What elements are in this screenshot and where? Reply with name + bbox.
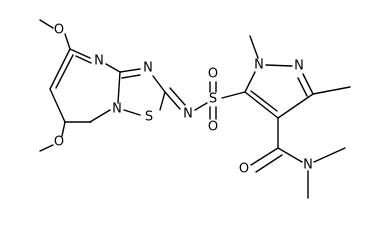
atom-o-sulfonyl-bottom: O bbox=[208, 120, 218, 135]
atom-label: O bbox=[54, 135, 64, 150]
atom-label: N bbox=[294, 59, 304, 74]
bond-c4-c5 bbox=[244, 91, 279, 119]
bond-c5-n1 bbox=[244, 71, 256, 93]
atom-o-carbonyl: O bbox=[239, 162, 249, 177]
bond-n3-c2 bbox=[152, 75, 166, 93]
bond-c7-c6 bbox=[49, 88, 66, 123]
atom-label: S bbox=[145, 110, 153, 125]
bond-c3a-n3-double bbox=[121, 74, 141, 79]
bond-methyl-o-bottom bbox=[39, 144, 54, 152]
bond-c3-c4 bbox=[277, 93, 314, 119]
atom-label: O bbox=[239, 162, 249, 177]
bond-o-c-bottom bbox=[61, 121, 66, 137]
bond-n1-methyl bbox=[249, 35, 259, 59]
atom-n-thiadiazole: N bbox=[143, 61, 153, 76]
atom-label: N bbox=[303, 158, 313, 173]
bond-n1-n2 bbox=[265, 64, 293, 67]
bond-c6-c5 bbox=[49, 48, 71, 90]
bond-c2-n-imine-double bbox=[169, 87, 186, 106]
bond-carbonyl-o-double bbox=[255, 154, 283, 173]
atom-o-sulfonyl-top: O bbox=[208, 67, 218, 82]
bond-carbonyl-n bbox=[277, 147, 303, 163]
bond-s1-n8 bbox=[123, 109, 141, 116]
bond-n2-c3 bbox=[302, 73, 314, 95]
atom-n-imine: N bbox=[183, 107, 193, 122]
bond-c6-c5-double bbox=[55, 54, 74, 89]
atom-label: O bbox=[208, 67, 218, 82]
atom-n-pyrazole-1: N bbox=[254, 58, 264, 73]
bond-o-c-top bbox=[64, 33, 71, 50]
bond-n-imine-s bbox=[194, 102, 208, 111]
bond-n-methyl-right bbox=[313, 147, 346, 163]
atom-label: O bbox=[208, 120, 218, 135]
bond-c3a-n8 bbox=[117, 71, 121, 104]
chemical-structure: O O N N N S N S O O N N O N bbox=[39, 19, 351, 199]
bond-methyl-o-top bbox=[39, 19, 54, 29]
bond-n4-c3a bbox=[105, 63, 121, 73]
bond-n2-c3-double bbox=[297, 77, 308, 97]
bond-c3a-n3 bbox=[119, 68, 141, 73]
bond-carbonyl-o bbox=[250, 147, 279, 166]
atom-n-pyrazole-2: N bbox=[294, 59, 304, 74]
bond-c3-methyl bbox=[312, 86, 351, 95]
atom-n-bridge: N bbox=[112, 102, 122, 117]
bond-c2-s1 bbox=[159, 91, 166, 111]
atom-s-ring: S bbox=[145, 110, 153, 125]
bond-s-c5-pyrazole bbox=[221, 91, 246, 99]
atom-n-pyrimidine: N bbox=[94, 54, 104, 69]
atom-label: N bbox=[112, 102, 122, 117]
atom-label: S bbox=[209, 92, 217, 107]
atom-n-amide: N bbox=[303, 158, 313, 173]
atom-s-sulfonyl: S bbox=[209, 92, 217, 107]
atom-label: N bbox=[143, 61, 153, 76]
atom-o-methoxy-bottom: O bbox=[54, 135, 64, 150]
atom-o-methoxy-top: O bbox=[54, 23, 64, 38]
atom-label: O bbox=[54, 23, 64, 38]
atom-label: N bbox=[94, 54, 104, 69]
bond-c4-c5-double bbox=[250, 90, 278, 112]
bond-n8-c7 bbox=[89, 109, 111, 123]
atom-label: N bbox=[254, 58, 264, 73]
atom-label: N bbox=[183, 107, 193, 122]
bond-c5-n4-double bbox=[75, 55, 92, 64]
bond-c5-n4 bbox=[69, 48, 91, 59]
bond-c2-n-imine bbox=[164, 91, 181, 110]
